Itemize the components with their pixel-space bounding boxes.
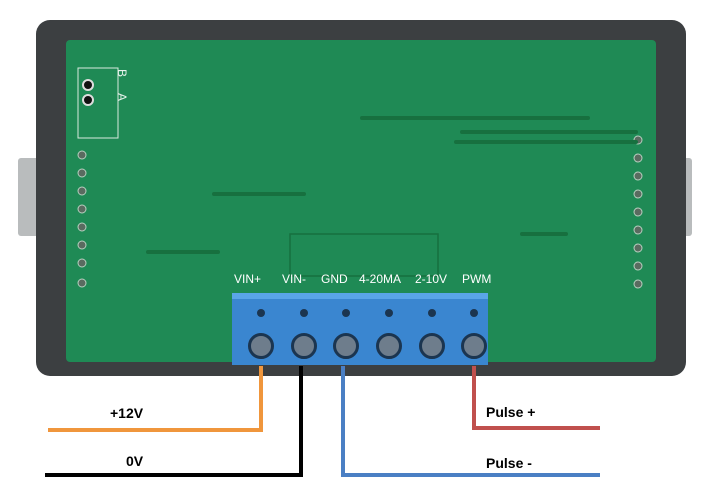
- terminal-block: [232, 293, 488, 365]
- wire-pulse-plus: [472, 366, 600, 430]
- wire-label-pulse-plus: Pulse +: [486, 404, 536, 420]
- screw-terminal-2-10v: [419, 333, 445, 359]
- screw-terminal-pwm: [461, 333, 487, 359]
- wire-pulse-minus: [341, 366, 600, 477]
- wire-12v: [48, 366, 263, 432]
- screw-terminal-gnd: [333, 333, 359, 359]
- terminal-label-4-20ma: 4-20MA: [359, 272, 402, 286]
- terminal-label-pwm: PWM: [462, 272, 492, 286]
- wire-label-0v: 0V: [126, 453, 144, 469]
- terminal-label-gnd: GND: [321, 272, 348, 286]
- screw-terminal-vin-plus: [248, 333, 274, 359]
- terminal-label-vin-minus: VIN-: [282, 272, 306, 286]
- screw-terminal-vin-minus: [291, 333, 317, 359]
- wire-0v: [45, 366, 303, 477]
- pcb-traces: [77, 67, 643, 289]
- wire-label-pulse-minus: Pulse -: [486, 455, 532, 471]
- wire-label-12v: +12V: [110, 405, 144, 421]
- terminal-label-2-10v: 2-10V: [415, 272, 448, 286]
- screw-terminal-4-20ma: [376, 333, 402, 359]
- terminal-label-vin-plus: VIN+: [234, 272, 262, 286]
